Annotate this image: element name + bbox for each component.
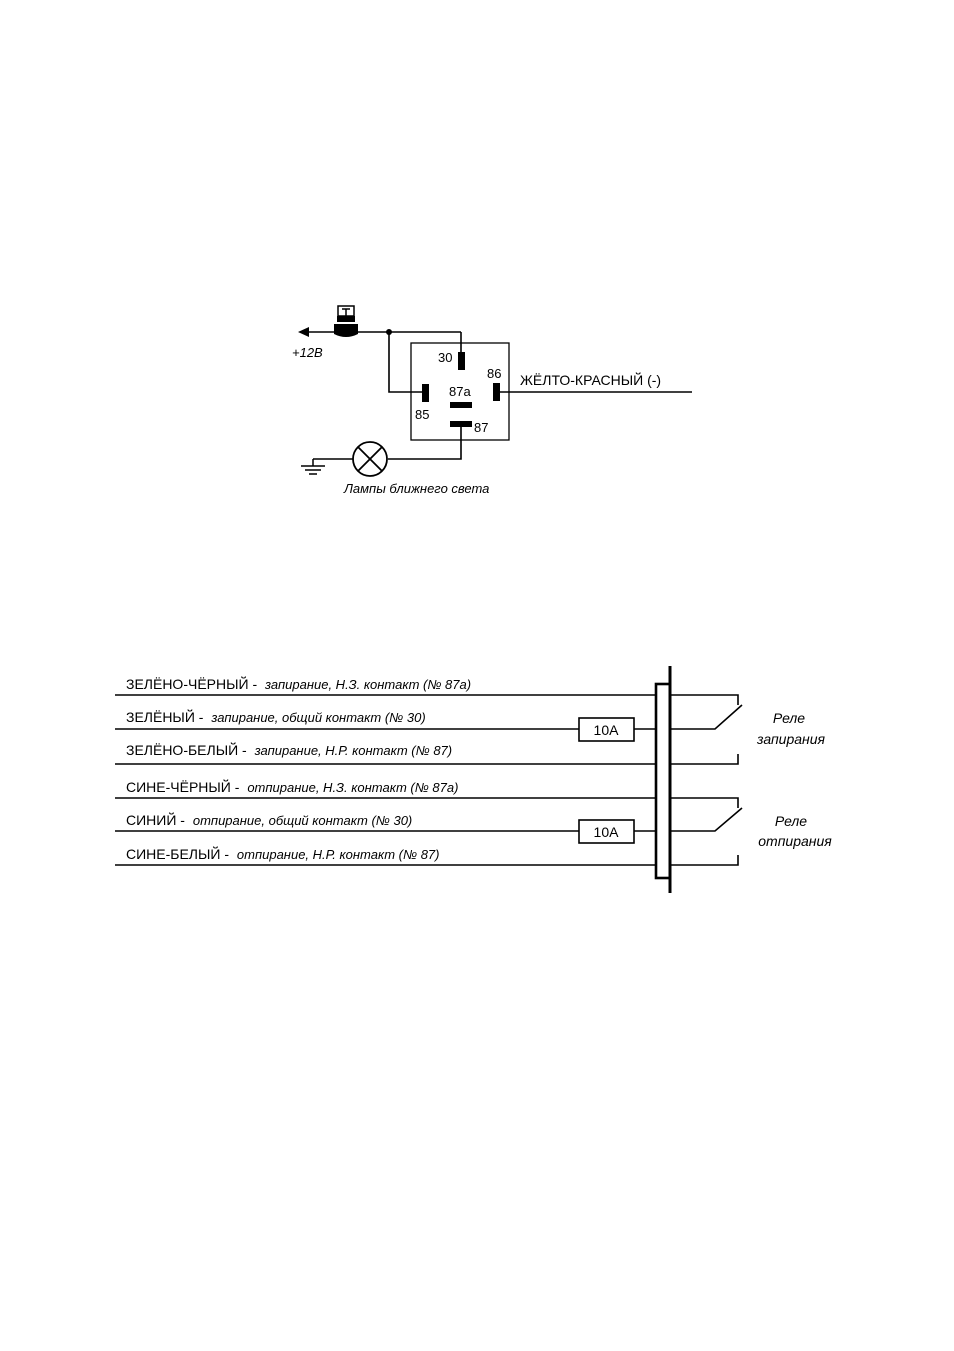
wire-name-1: ЗЕЛЁНО-ЧЁРНЫЙ - bbox=[126, 675, 257, 692]
wire-desc-2: запирание, общий контакт (№ 30) bbox=[210, 710, 425, 725]
pin-87a-label: 87a bbox=[449, 384, 471, 399]
unlock-relay-switch-icon bbox=[670, 797, 743, 866]
wire-name-6: СИНЕ-БЕЛЫЙ - bbox=[126, 845, 229, 862]
fuse-unlock bbox=[578, 819, 635, 844]
pin-86 bbox=[493, 383, 500, 401]
supply-label: +12В bbox=[292, 345, 323, 360]
pin-85-label: 85 bbox=[415, 407, 429, 422]
lock-relay-switch-icon bbox=[670, 694, 743, 765]
wire-name-3: ЗЕЛЁНО-БЕЛЫЙ - bbox=[126, 741, 247, 758]
pin-87 bbox=[450, 421, 472, 427]
fuse-lock bbox=[578, 717, 635, 742]
relay-lock-label-2: запирания bbox=[756, 731, 826, 747]
fuse-holder-icon bbox=[334, 305, 358, 337]
wire-desc-4: отпирание, Н.З. контакт (№ 87а) bbox=[247, 780, 458, 795]
supply-arrow-icon bbox=[298, 327, 309, 337]
connector-body bbox=[654, 682, 672, 880]
relay-unlock-label-2: отпирания bbox=[758, 833, 832, 849]
fuse-unlock-label: 10А bbox=[594, 824, 620, 840]
pin-86-label: 86 bbox=[487, 366, 501, 381]
wire-87-to-lamp bbox=[388, 427, 462, 460]
wire-name-4: СИНЕ-ЧЁРНЫЙ - bbox=[126, 778, 240, 795]
control-wire-label: ЖЁЛТО-КРАСНЫЙ (-) bbox=[520, 371, 661, 388]
pin-85 bbox=[422, 384, 429, 402]
wire-label-1: ЗЕЛЁНО-ЧЁРНЫЙ - запирание, Н.З. контакт … bbox=[126, 675, 471, 692]
wire-label-3: ЗЕЛЁНО-БЕЛЫЙ - запирание, Н.Р. контакт (… bbox=[126, 741, 452, 758]
pin-87-label: 87 bbox=[474, 420, 488, 435]
lock-diagram: 10А 10А ЗЕЛЁНО-ЧЁРНЫЙ - запирание, Н.З. … bbox=[115, 666, 832, 893]
wire-desc-6: отпирание, Н.Р. контакт (№ 87) bbox=[237, 847, 440, 862]
pin-30-label: 30 bbox=[438, 350, 452, 365]
wire-label-4: СИНЕ-ЧЁРНЫЙ - отпирание, Н.З. контакт (№… bbox=[126, 778, 458, 795]
wire-name-5: СИНИЙ - bbox=[126, 811, 185, 828]
pin-30 bbox=[458, 352, 465, 370]
relay-unlock-label-1: Реле bbox=[775, 813, 807, 829]
pin-87a bbox=[450, 402, 472, 408]
wire-label-2: ЗЕЛЁНЫЙ - запирание, общий контакт (№ 30… bbox=[126, 708, 426, 725]
wire-label-6: СИНЕ-БЕЛЫЙ - отпирание, Н.Р. контакт (№ … bbox=[126, 845, 440, 862]
relay-lock-label-1: Реле bbox=[773, 710, 805, 726]
relay-diagram: 30 87a 86 85 87 ЖЁЛТО-КРАСНЫЙ (-) +12В Л… bbox=[292, 305, 692, 496]
wire-to-85 bbox=[388, 332, 423, 393]
lamp-label: Лампы ближнего света bbox=[343, 481, 489, 496]
wire-label-5: СИНИЙ - отпирание, общий контакт (№ 30) bbox=[126, 811, 412, 828]
ground-icon bbox=[301, 459, 325, 475]
wire-desc-3: запирание, Н.Р. контакт (№ 87) bbox=[254, 743, 453, 758]
wire-name-2: ЗЕЛЁНЫЙ - bbox=[126, 708, 204, 725]
lamp-icon bbox=[352, 441, 388, 477]
wire-desc-5: отпирание, общий контакт (№ 30) bbox=[193, 813, 412, 828]
fuse-lock-label: 10А bbox=[594, 722, 620, 738]
wire-desc-1: запирание, Н.З. контакт (№ 87а) bbox=[264, 677, 471, 692]
